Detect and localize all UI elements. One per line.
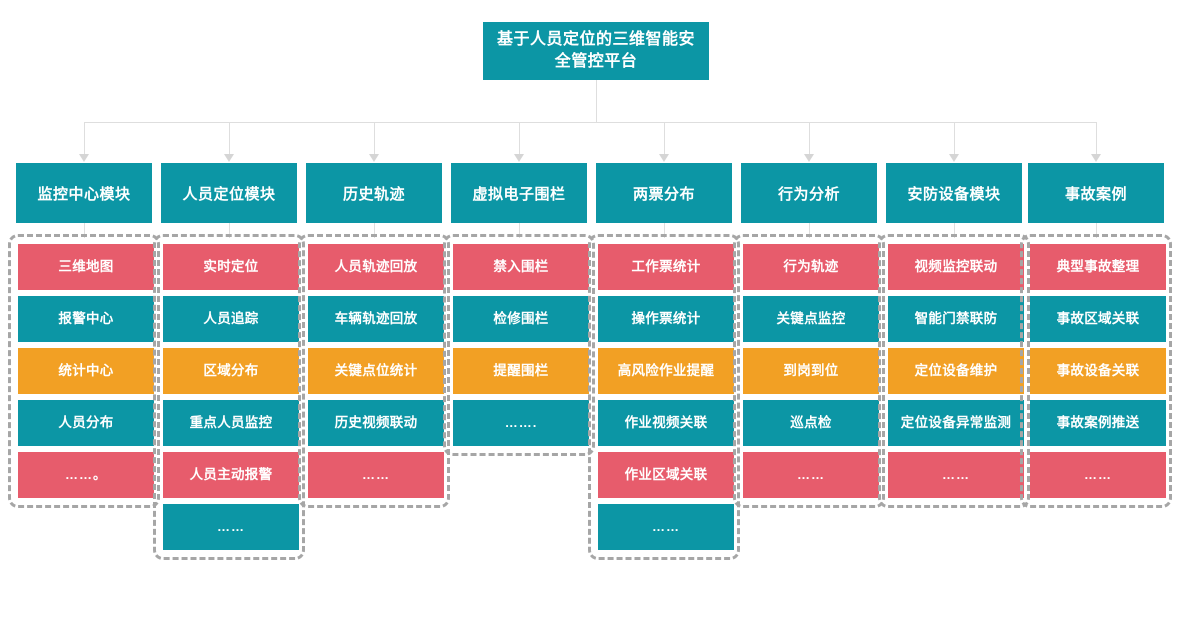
drop-connector-4 (664, 122, 665, 154)
module-item-7-3[interactable]: 定位设备维护 (888, 348, 1024, 394)
module-item-more-6[interactable]: …… (743, 452, 879, 498)
module-item-7-1[interactable]: 视频监控联动 (888, 244, 1024, 290)
drop-arrow-4 (659, 154, 669, 162)
group-stub-connector-4 (664, 223, 665, 238)
module-group-1: 三维地图报警中心统计中心人员分布 ……。 (8, 234, 160, 508)
module-item-2-2[interactable]: 人员追踪 (163, 296, 299, 342)
module-item-5-3[interactable]: 高风险作业提醒 (598, 348, 734, 394)
module-item-6-3[interactable]: 到岗到位 (743, 348, 879, 394)
module-item-3-1[interactable]: 人员轨迹回放 (308, 244, 444, 290)
module-item-5-2[interactable]: 操作票统计 (598, 296, 734, 342)
root-stem-connector (596, 80, 597, 122)
module-item-3-3[interactable]: 关键点位统计 (308, 348, 444, 394)
module-item-3-2[interactable]: 车辆轨迹回放 (308, 296, 444, 342)
root-title-node: 基于人员定位的三维智能安全管控平台 (483, 22, 709, 80)
module-item-4-2[interactable]: 检修围栏 (453, 296, 589, 342)
module-item-more-3[interactable]: …… (308, 452, 444, 498)
module-header-3[interactable]: 历史轨迹 (306, 163, 442, 223)
module-header-5[interactable]: 两票分布 (596, 163, 732, 223)
group-stub-connector-7 (1096, 223, 1097, 238)
drop-connector-0 (84, 122, 85, 154)
module-group-8: 典型事故整理事故区域关联事故设备关联事故案例推送 …… (1020, 234, 1172, 508)
drop-connector-2 (374, 122, 375, 154)
drop-connector-3 (519, 122, 520, 154)
module-item-2-4[interactable]: 重点人员监控 (163, 400, 299, 446)
module-item-7-2[interactable]: 智能门禁联防 (888, 296, 1024, 342)
module-header-2[interactable]: 人员定位模块 (161, 163, 297, 223)
drop-arrow-5 (804, 154, 814, 162)
drop-connector-1 (229, 122, 230, 154)
drop-arrow-7 (1091, 154, 1101, 162)
module-group-4: 禁入围栏检修围栏提醒围栏 ……. (443, 234, 595, 456)
module-item-4-1[interactable]: 禁入围栏 (453, 244, 589, 290)
drop-arrow-0 (79, 154, 89, 162)
group-stub-connector-1 (229, 223, 230, 238)
module-item-8-1[interactable]: 典型事故整理 (1030, 244, 1166, 290)
module-item-8-4[interactable]: 事故案例推送 (1030, 400, 1166, 446)
module-item-2-1[interactable]: 实时定位 (163, 244, 299, 290)
module-item-5-1[interactable]: 工作票统计 (598, 244, 734, 290)
module-item-8-3[interactable]: 事故设备关联 (1030, 348, 1166, 394)
drop-connector-6 (954, 122, 955, 154)
drop-connector-5 (809, 122, 810, 154)
drop-arrow-1 (224, 154, 234, 162)
drop-arrow-2 (369, 154, 379, 162)
module-item-more-5[interactable]: …… (598, 504, 734, 550)
horizontal-bus-connector (84, 122, 1096, 123)
module-header-1[interactable]: 监控中心模块 (16, 163, 152, 223)
module-item-3-4[interactable]: 历史视频联动 (308, 400, 444, 446)
drop-arrow-3 (514, 154, 524, 162)
module-header-6[interactable]: 行为分析 (741, 163, 877, 223)
module-group-2: 实时定位人员追踪区域分布重点人员监控人员主动报警 …… (153, 234, 305, 560)
module-item-2-3[interactable]: 区域分布 (163, 348, 299, 394)
module-item-4-3[interactable]: 提醒围栏 (453, 348, 589, 394)
module-header-7[interactable]: 安防设备模块 (886, 163, 1022, 223)
module-item-more-2[interactable]: …… (163, 504, 299, 550)
module-item-1-1[interactable]: 三维地图 (18, 244, 154, 290)
module-group-6: 行为轨迹关键点监控到岗到位巡点检 …… (733, 234, 885, 508)
module-item-8-2[interactable]: 事故区域关联 (1030, 296, 1166, 342)
module-item-more-4[interactable]: ……. (453, 400, 589, 446)
module-item-6-1[interactable]: 行为轨迹 (743, 244, 879, 290)
module-header-8[interactable]: 事故案例 (1028, 163, 1164, 223)
module-item-5-5[interactable]: 作业区域关联 (598, 452, 734, 498)
drop-arrow-6 (949, 154, 959, 162)
module-group-7: 视频监控联动智能门禁联防定位设备维护定位设备异常监测 …… (878, 234, 1030, 508)
module-item-5-4[interactable]: 作业视频关联 (598, 400, 734, 446)
group-stub-connector-2 (374, 223, 375, 238)
module-item-7-4[interactable]: 定位设备异常监测 (888, 400, 1024, 446)
module-item-more-8[interactable]: …… (1030, 452, 1166, 498)
module-item-2-5[interactable]: 人员主动报警 (163, 452, 299, 498)
group-stub-connector-3 (519, 223, 520, 238)
module-item-6-4[interactable]: 巡点检 (743, 400, 879, 446)
module-header-4[interactable]: 虚拟电子围栏 (451, 163, 587, 223)
module-group-5: 工作票统计操作票统计高风险作业提醒作业视频关联作业区域关联 …… (588, 234, 740, 560)
module-item-6-2[interactable]: 关键点监控 (743, 296, 879, 342)
module-item-1-3[interactable]: 统计中心 (18, 348, 154, 394)
group-stub-connector-0 (84, 223, 85, 238)
module-item-more-1[interactable]: ……。 (18, 452, 154, 498)
drop-connector-7 (1096, 122, 1097, 154)
group-stub-connector-6 (954, 223, 955, 238)
module-item-more-7[interactable]: …… (888, 452, 1024, 498)
group-stub-connector-5 (809, 223, 810, 238)
module-item-1-2[interactable]: 报警中心 (18, 296, 154, 342)
module-group-3: 人员轨迹回放车辆轨迹回放关键点位统计历史视频联动 …… (298, 234, 450, 508)
module-item-1-4[interactable]: 人员分布 (18, 400, 154, 446)
